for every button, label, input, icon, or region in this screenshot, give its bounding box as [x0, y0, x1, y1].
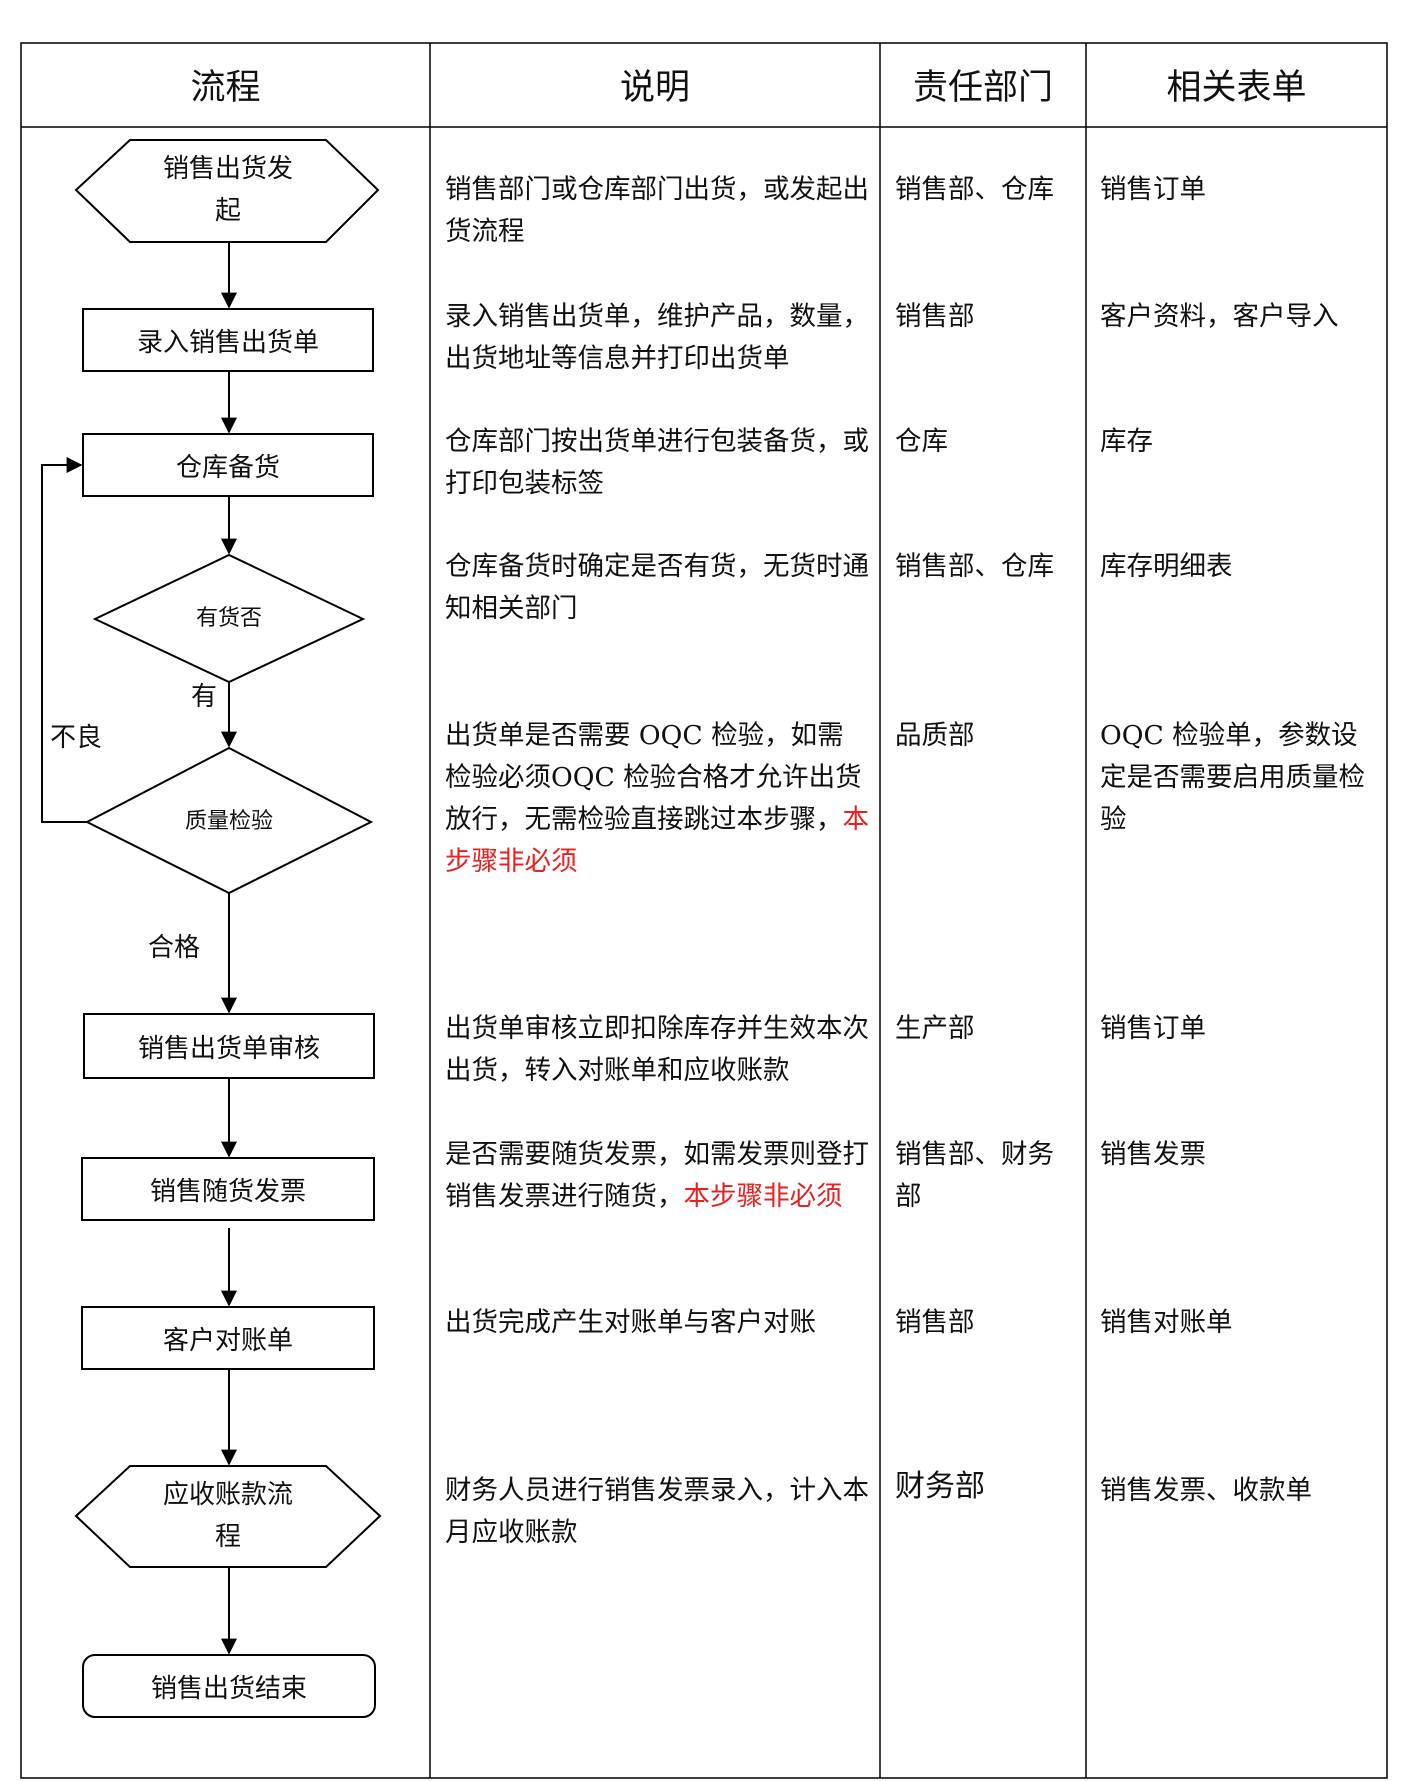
row3-description-text: 仓库部门按出货单进行包装备货，或打印包装标签 [445, 426, 869, 499]
row1-description-text: 销售部门或仓库部门出货，或发起出货流程 [445, 174, 869, 247]
row1-form: 销售订单 [1100, 174, 1206, 205]
row1-department: 销售部、仓库 [895, 174, 1054, 205]
flow-receivable-label: 应收账款流程 [162, 1480, 293, 1552]
row9-form: 销售发票、收款单 [1100, 1475, 1312, 1506]
flow-statement-label: 客户对账单 [162, 1325, 293, 1356]
row4-description: 仓库备货时确定是否有货，无货时通知相关部门 [445, 546, 870, 630]
row4-description-text: 仓库备货时确定是否有货，无货时通知相关部门 [445, 551, 869, 624]
row5-description-text: 出货单是否需要 OQC 检验，如需检验必须OQC 检验合格才允许出货放行，无需检… [445, 720, 862, 835]
qc-diamond [84, 746, 374, 895]
review-box [83, 1013, 375, 1079]
row8-department: 销售部 [895, 1307, 975, 1338]
row2-department: 销售部 [895, 301, 975, 332]
flow-review-label: 销售出货单审核 [137, 1033, 320, 1064]
start-hexagon [74, 139, 380, 243]
flow-available-yes-label: 有 [191, 682, 218, 712]
row7-department: 销售部、财务部 [895, 1139, 1054, 1212]
row8-form: 销售对账单 [1100, 1307, 1233, 1338]
row7-description: 是否需要随货发票，如需发票则登打销售发票进行随货，本步骤非必须 [445, 1134, 870, 1218]
invoice-box [81, 1157, 375, 1221]
flow-start-label: 销售出货发起 [162, 154, 293, 226]
flow-qc-fail-label: 不良 [50, 723, 103, 753]
end-terminator [82, 1654, 376, 1718]
row7-form: 销售发票 [1100, 1139, 1206, 1170]
row3-department: 仓库 [895, 426, 948, 457]
flow-invoice-label: 销售随货发票 [149, 1176, 306, 1207]
row6-description-text: 出货单审核立即扣除库存并生效本次出货，转入对账单和应收账款 [445, 1013, 869, 1086]
row2-description: 录入销售出货单，维护产品，数量，出货地址等信息并打印出货单 [445, 296, 870, 380]
row8-description-text: 出货完成产生对账单与客户对账 [445, 1307, 816, 1338]
row4-form: 库存明细表 [1100, 551, 1233, 582]
row9-description-text: 财务人员进行销售发票录入，计入本月应收账款 [445, 1475, 869, 1548]
flow-available-label: 有货否 [195, 606, 262, 631]
row3-description: 仓库部门按出货单进行包装备货，或打印包装标签 [445, 421, 870, 505]
row8-description: 出货完成产生对账单与客户对账 [445, 1302, 870, 1344]
row7-description-text: 是否需要随货发票，如需发票则登打销售发票进行随货， [445, 1139, 869, 1212]
row6-form: 销售订单 [1100, 1013, 1206, 1044]
row6-department: 生产部 [895, 1013, 975, 1044]
row6-description: 出货单审核立即扣除库存并生效本次出货，转入对账单和应收账款 [445, 1008, 870, 1092]
row5-description: 出货单是否需要 OQC 检验，如需检验必须OQC 检验合格才允许出货放行，无需检… [445, 715, 870, 883]
row5-form: OQC 检验单，参数设定是否需要启用质量检验 [1100, 720, 1365, 835]
row5-department: 品质部 [895, 720, 975, 751]
row7-optional-note: 本步骤非必须 [683, 1181, 843, 1212]
row9-description: 财务人员进行销售发票录入，计入本月应收账款 [445, 1470, 870, 1554]
flow-entry-label: 录入销售出货单 [136, 327, 319, 358]
header-flow: 流程 [190, 67, 261, 108]
row1-description: 销售部门或仓库部门出货，或发起出货流程 [445, 169, 870, 253]
row4-department: 销售部、仓库 [895, 551, 1054, 582]
header-description: 说明 [619, 67, 690, 108]
header-department: 责任部门 [912, 67, 1053, 108]
row2-description-text: 录入销售出货单，维护产品，数量，出货地址等信息并打印出货单 [445, 301, 869, 374]
row2-form: 客户资料，客户导入 [1100, 301, 1339, 332]
flow-end-label: 销售出货结束 [150, 1673, 307, 1704]
receivable-hexagon [74, 1465, 382, 1568]
available-diamond [92, 553, 366, 684]
entry-box [82, 308, 374, 372]
flow-qc-label: 质量检验 [184, 809, 273, 834]
flow-qc-pass-label: 合格 [148, 933, 201, 963]
row9-department: 财务部 [895, 1469, 985, 1504]
row5-optional-note: 本步骤非必须 [445, 804, 869, 877]
header-forms: 相关表单 [1166, 67, 1307, 108]
row3-form: 库存 [1100, 426, 1153, 457]
flow-stock-label: 仓库备货 [175, 452, 280, 483]
